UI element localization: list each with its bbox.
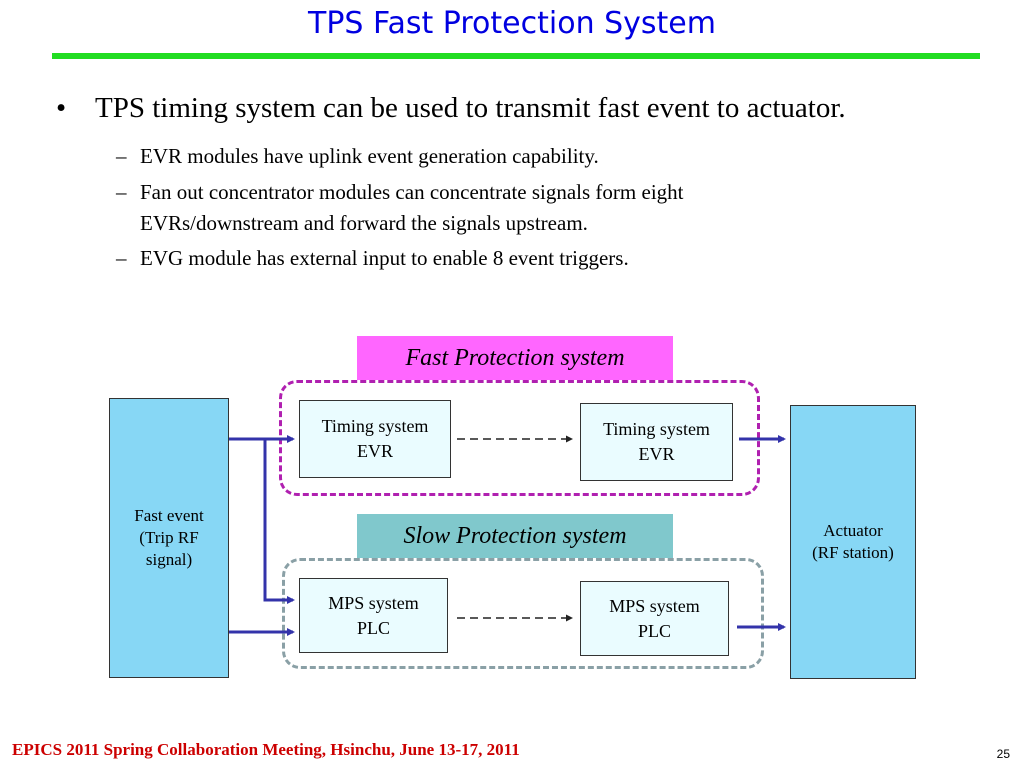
mps-plc-right-box: MPS system PLC [580, 581, 729, 656]
timing-evr-right-box: Timing system EVR [580, 403, 733, 481]
mps-right-line1: MPS system [609, 595, 700, 616]
timing-left-line1: Timing system [321, 416, 429, 436]
slow-protection-label: Slow Protection system [357, 514, 673, 558]
actuator-line1: Actuator [823, 521, 883, 540]
fast-event-line2: (Trip RF [139, 528, 199, 547]
mps-plc-left-box: MPS system PLC [299, 578, 448, 653]
mps-left-line2: PLC [356, 617, 390, 638]
timing-left-line2: EVR [357, 441, 393, 461]
sub-bullet-text: Fan out concentrator modules can concent… [140, 180, 684, 235]
slow-protection-group [282, 558, 764, 669]
mps-right-line2: PLC [637, 620, 671, 641]
slide-title: TPS Fast Protection System [308, 6, 716, 41]
actuator-line2: (RF station) [812, 543, 894, 562]
sub-bullet-text: EVG module has external input to enable … [140, 246, 629, 270]
actuator-box: Actuator (RF station) [790, 405, 916, 679]
timing-right-line1: Timing system [603, 419, 710, 439]
fast-event-line1: Fast event [134, 506, 204, 525]
bullet-marker: • [56, 92, 67, 124]
timing-evr-left-box: Timing system EVR [299, 400, 451, 478]
sub-bullet-text: EVR modules have uplink event generation… [140, 144, 599, 168]
sub-bullet-marker: – [116, 246, 127, 270]
sub-bullet-marker: – [116, 180, 127, 204]
timing-right-line2: EVR [638, 444, 675, 464]
sub-bullet-marker: – [116, 144, 127, 168]
main-bullet-text: TPS timing system can be used to transmi… [95, 92, 846, 124]
fast-event-line3: signal) [145, 550, 193, 569]
page-number: 25 [996, 747, 1010, 761]
title-divider [52, 53, 980, 59]
fast-protection-label: Fast Protection system [357, 336, 673, 380]
mps-left-line1: MPS system [328, 592, 419, 613]
fast-event-box: Fast event (Trip RF signal) [109, 398, 229, 678]
footer-text: EPICS 2011 Spring Collaboration Meeting,… [12, 740, 520, 759]
branch-to-mps-arrow [263, 439, 295, 604]
